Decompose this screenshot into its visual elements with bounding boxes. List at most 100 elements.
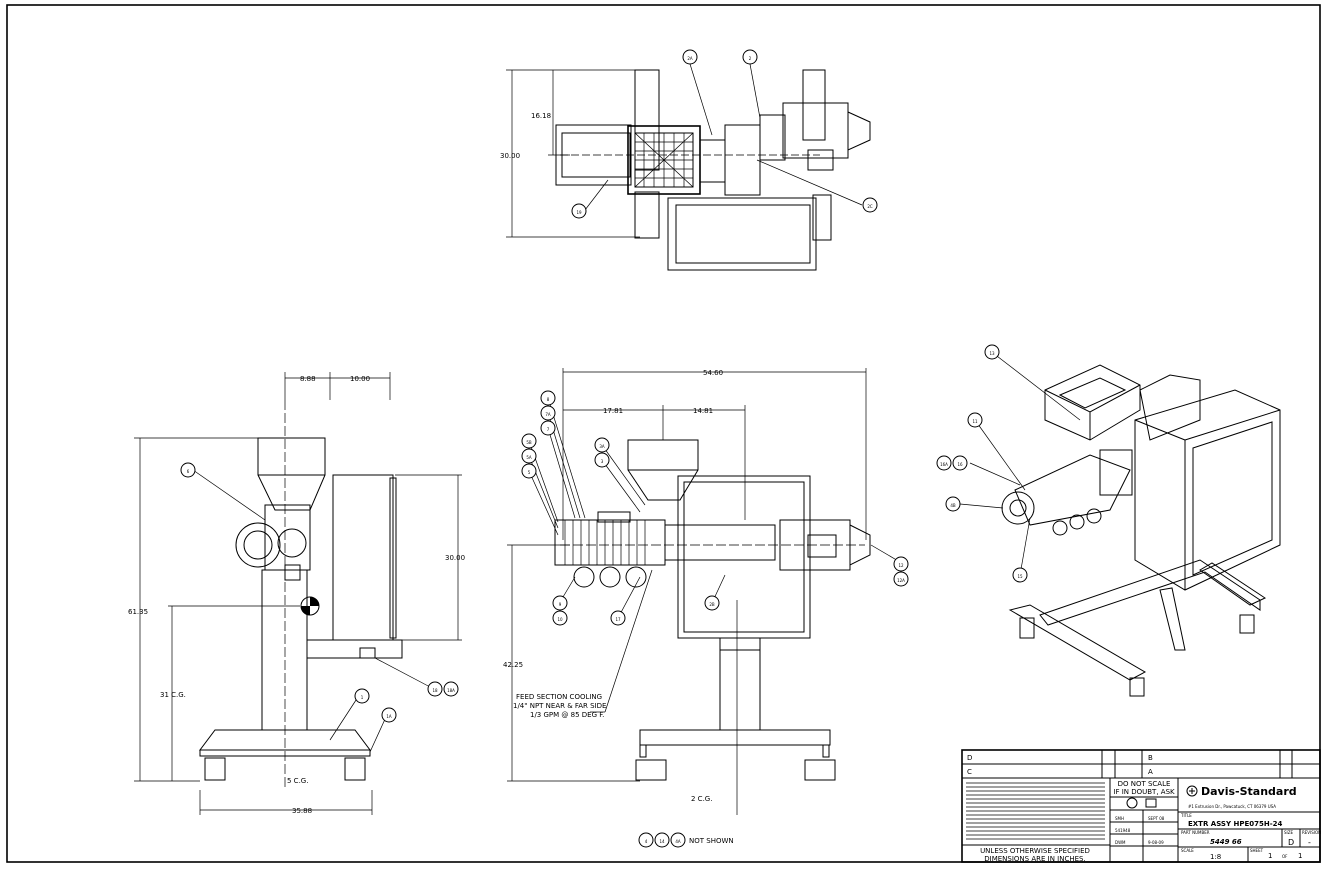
dim-top-30: 30.00 [500,152,520,160]
drawing-title: EXTR ASSY HPE075H-24 [1188,820,1282,828]
check-date: 9-08-09 [1148,840,1164,845]
rev-letter-b: B [1148,754,1153,762]
balloon-1A: 1A [381,707,397,723]
note-line-1: FEED SECTION COOLING [516,693,602,701]
note-line-2: 1/4" NPT NEAR & FAR SIDE [513,702,606,710]
title-block: D C B A UNLESS OTHERWISE SPECIFIED DIMEN… [961,749,1321,863]
svg-text:16A: 16A [940,462,948,467]
svg-text:15: 15 [1017,574,1023,579]
not-shown-label: NOT SHOWN [689,837,734,845]
svg-text:3: 3 [601,459,604,464]
sheet-border [6,4,1321,863]
balloon-18A: 18A [443,681,459,697]
scale-value: 1:8 [1210,853,1221,861]
sheet-total: 1 [1298,852,1302,860]
sheet-size: D [1288,838,1294,847]
revision: - [1308,838,1311,847]
checked-by: DWM [1115,840,1126,845]
rev-label: REVISION [1302,830,1321,835]
svg-text:5B: 5B [526,440,532,445]
scale-label: SCALE [1181,848,1194,853]
drawn-date: SEPT 08 [1148,816,1165,821]
svg-text:1A: 1A [386,714,392,719]
svg-text:7: 7 [547,427,550,432]
isometric-view [959,352,1281,697]
balloon-5: 5 [521,463,537,479]
part-number: 5449 66 [1210,838,1242,846]
top-view: 16.18 30.00 [500,63,871,271]
rev-letter-d: D [967,754,972,762]
svg-text:3A: 3A [599,444,605,449]
svg-text:2C: 2C [867,204,873,209]
dim-top-16-18: 16.18 [531,112,551,120]
balloon-7: 7 [540,420,556,436]
balloon-7A: 7A [540,405,556,421]
svg-text:4A: 4A [675,839,681,844]
company-address: #1 Extrusion Dr., Pawcatuck, CT 06379 US… [1188,804,1276,809]
balloon-14: 14 [654,832,670,848]
title-label: TITLE [1180,813,1192,818]
company-logo [1186,785,1198,797]
svg-text:1: 1 [361,695,364,700]
svg-text:6: 6 [187,469,190,474]
balloon-4B: 4B [945,496,961,512]
balloon-17: 17 [610,610,626,626]
balloon-2B: 2B [704,595,720,611]
balloon-5B: 5B [521,433,537,449]
balloon-3A: 3A [594,437,610,453]
dim-side-8-88: 8.88 [300,375,316,383]
balloon-3: 3 [594,452,610,468]
balloon-10: 10 [552,610,568,626]
sheet-label: SHEET [1250,848,1264,853]
company-name: Davis-Standard [1201,785,1297,798]
size-label: SIZE [1284,830,1293,835]
part-number-label: PART NUMBER [1181,830,1210,835]
balloon-1: 1 [354,688,370,704]
svg-text:12A: 12A [897,578,905,583]
svg-text:2B: 2B [709,602,715,607]
svg-text:13: 13 [989,351,995,356]
dim-front-17-81: 17.81 [603,407,623,415]
sheet-number: 1 [1268,852,1272,860]
dim-front-54-60: 54.60 [703,369,723,377]
cooling-note: FEED SECTION COOLING 1/4" NPT NEAR & FAR… [513,693,606,719]
balloon-8: 8 [540,390,556,406]
balloon-4: 4 [638,832,654,848]
balloon-2A: 2A [682,49,698,65]
svg-text:5A: 5A [526,455,532,460]
balloon-5A: 5A [521,448,537,464]
svg-text:5: 5 [528,470,531,475]
balloon-15: 15 [1012,567,1028,583]
svg-text:16: 16 [957,462,963,467]
dim-side-30: 30.00 [445,554,465,562]
svg-text:9: 9 [559,602,562,607]
svg-text:4: 4 [645,839,648,844]
dim-side-5-cg: 5 C.G. [287,777,308,785]
note-line-3: 1/3 GPM @ 85 DEG F. [530,711,604,719]
balloon-16A: 16A [936,455,952,471]
balloon-18: 18 [427,681,443,697]
rev-letter-a: A [1148,768,1153,776]
balloon-9: 9 [552,595,568,611]
balloon-2C: 2C [862,197,878,213]
project-number: 541948 [1115,828,1131,833]
balloon-12: 12 [893,556,909,572]
projection-symbol [1126,797,1138,809]
balloon-2: 2 [742,49,758,65]
svg-text:2A: 2A [687,56,693,61]
drawn-by: SMH [1115,816,1124,821]
unless-line-1: UNLESS OTHERWISE SPECIFIED [980,847,1090,855]
front-view: 54.60 17.81 14.81 42.25 2 C.G. [503,368,901,815]
side-view: 61.35 31 C.G. 8.88 10.00 30.00 35.88 5 C… [128,372,465,815]
sheet-of-label: OF [1282,854,1288,859]
balloon-12A: 12A [893,571,909,587]
unless-line-2: DIMENSIONS ARE IN INCHES. [984,855,1085,863]
balloon-13: 13 [984,344,1000,360]
dim-side-35-88: 35.88 [292,807,312,815]
dim-side-10: 10.00 [350,375,370,383]
balloon-19: 19 [571,203,587,219]
balloons: 2A 2 2C 19 6 18 18A 1 1A 8 7A 7 5B 5A 5 … [180,49,1028,848]
svg-text:18: 18 [432,688,438,693]
svg-text:11: 11 [972,419,978,424]
